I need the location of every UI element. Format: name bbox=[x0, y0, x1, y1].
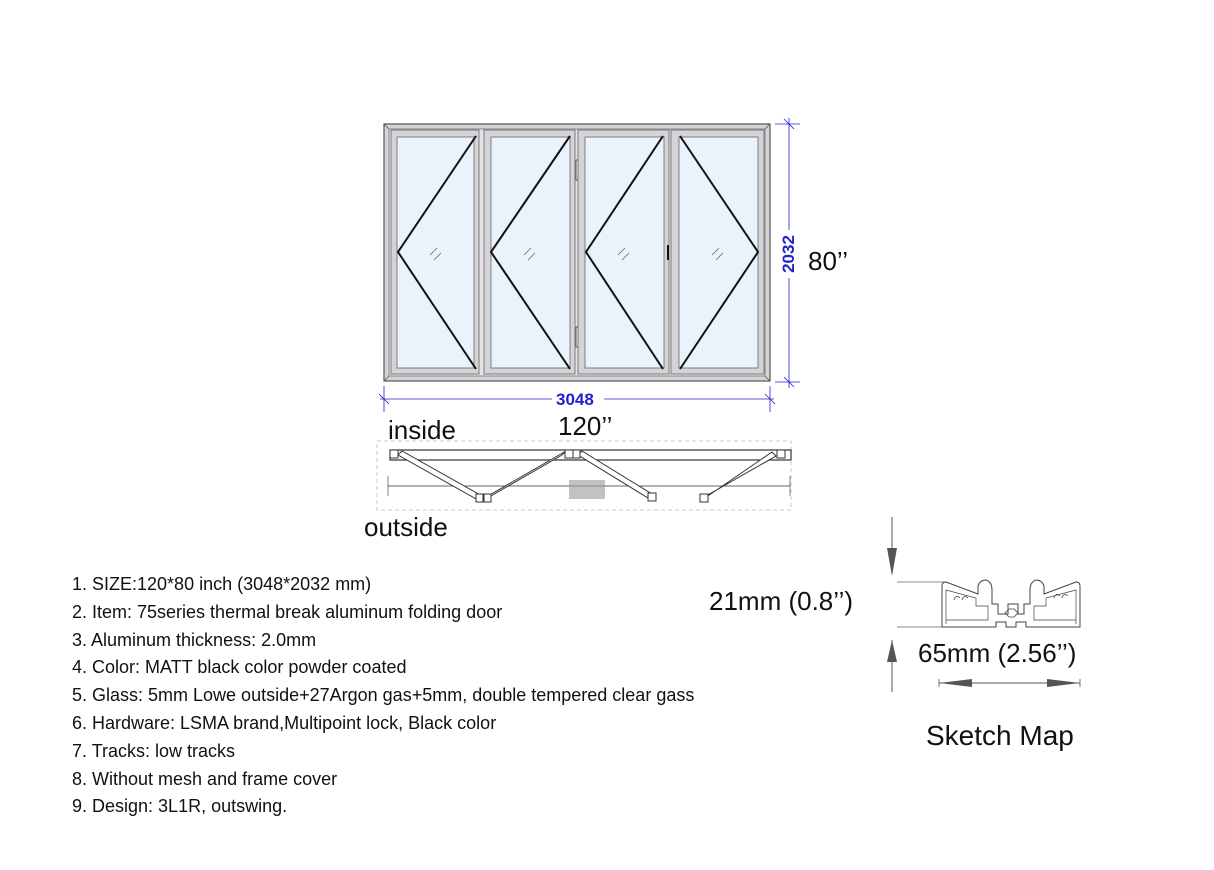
spec-item: 9. Design: 3L1R, outswing. bbox=[72, 796, 288, 817]
door-panel-4 bbox=[670, 129, 765, 375]
spec-item: 8. Without mesh and frame cover bbox=[72, 768, 338, 789]
profile-width-label: 65mm (2.56’’) bbox=[918, 638, 1077, 668]
spec-item: 1. SIZE:120*80 inch (3048*2032 mm) bbox=[72, 574, 372, 594]
inside-label: inside bbox=[388, 415, 456, 445]
height-inch-label: 80’’ bbox=[808, 246, 849, 276]
spec-item: 4. Color: MATT black color powder coated bbox=[72, 657, 407, 678]
plan-view-drawing bbox=[376, 440, 792, 511]
width-dimension-line bbox=[378, 386, 776, 412]
door-panel-3 bbox=[577, 129, 670, 375]
blurred-label bbox=[569, 480, 605, 499]
spec-list: 1. SIZE:120*80 inch (3048*2032 mm) 2. It… bbox=[72, 571, 694, 821]
door-panel-2 bbox=[483, 129, 576, 375]
spec-item: 5. Glass: 5mm Lowe outside+27Argon gas+5… bbox=[72, 685, 695, 706]
door-handle bbox=[667, 245, 669, 260]
profile-height-label: 21mm (0.8’’) bbox=[709, 586, 854, 616]
spec-item: 2. Item: 75series thermal break aluminum… bbox=[72, 601, 503, 622]
spec-item: 7. Tracks: low tracks bbox=[72, 740, 236, 761]
width-inch-label: 120’’ bbox=[558, 411, 613, 441]
door-elevation-drawing bbox=[378, 118, 800, 412]
aluminum-profile bbox=[941, 579, 1081, 628]
outside-label: outside bbox=[364, 512, 448, 542]
width-arrows bbox=[938, 679, 1081, 687]
spec-item: 6. Hardware: LSMA brand,Multipoint lock,… bbox=[72, 712, 497, 733]
height-arrows bbox=[887, 517, 945, 692]
door-panel-1 bbox=[390, 129, 480, 375]
spec-item: 3. Aluminum thickness: 2.0mm bbox=[72, 629, 317, 650]
width-mm-label: 3048 bbox=[556, 390, 594, 409]
height-dimension-line bbox=[775, 118, 800, 388]
sketch-map-title: Sketch Map bbox=[926, 720, 1074, 751]
